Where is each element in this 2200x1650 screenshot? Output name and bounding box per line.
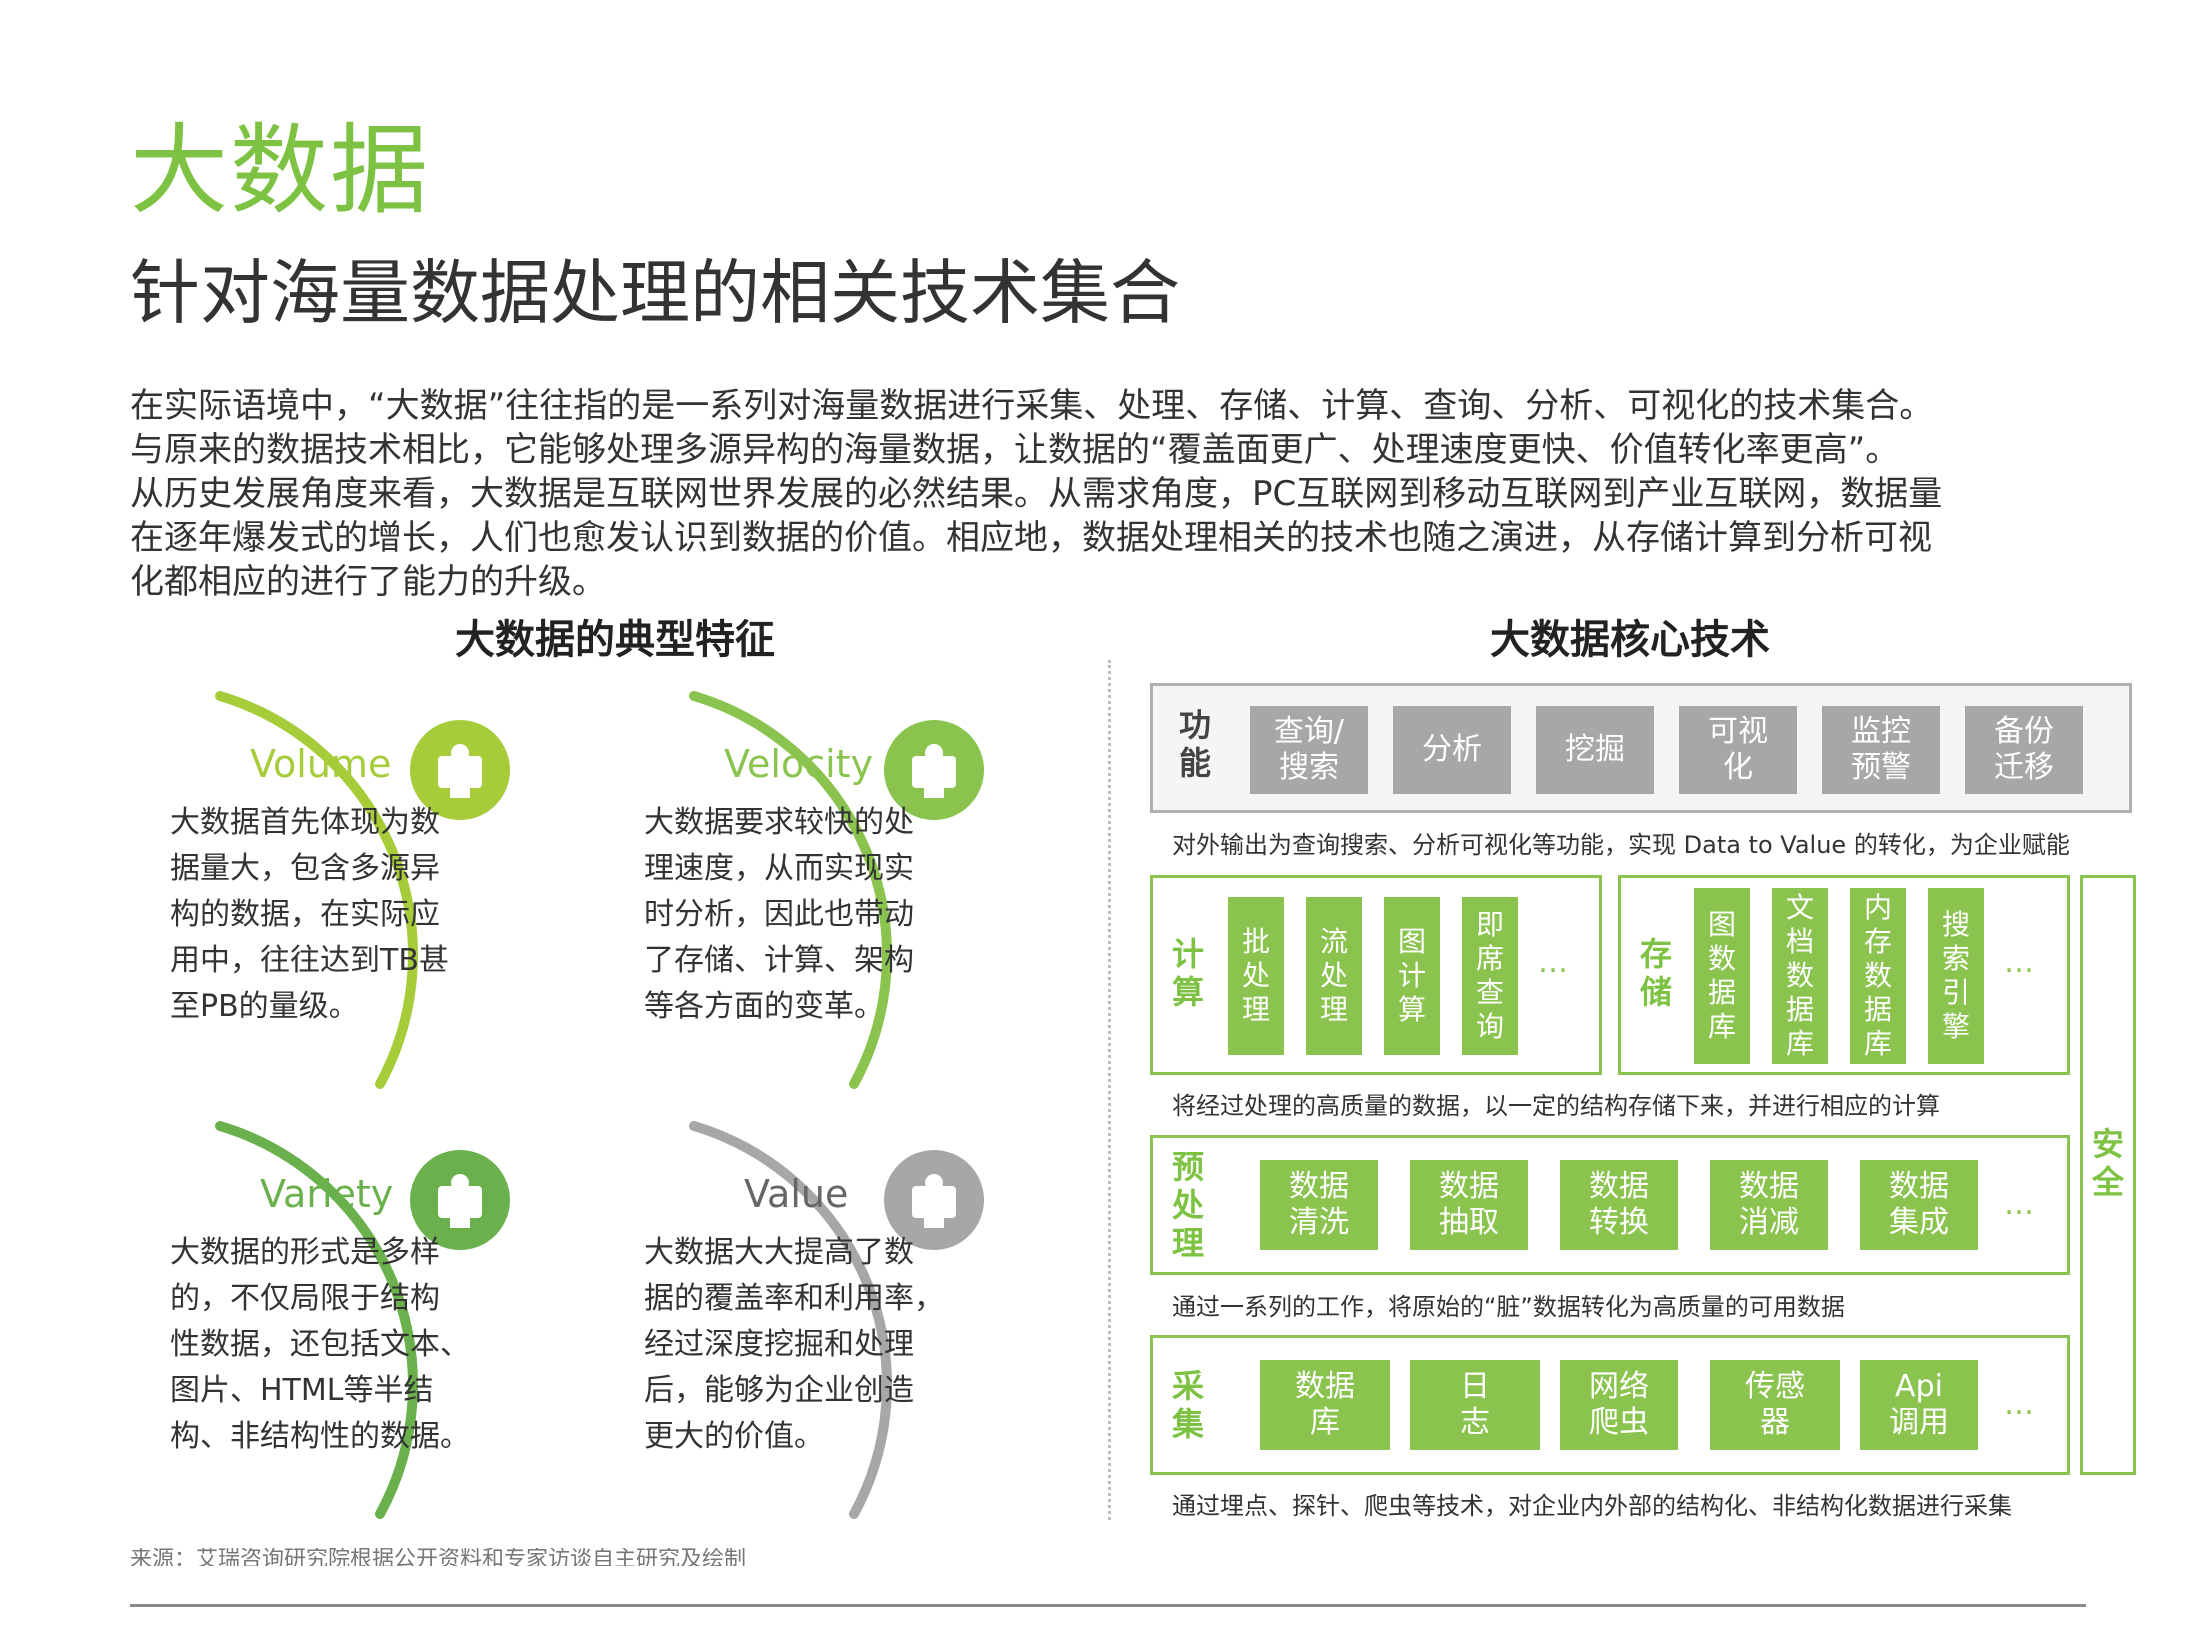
- feature-line: 构、非结构性的数据。: [170, 1419, 470, 1454]
- feature-card-value: Value 大数据大大提高了数 据的覆盖率和利用率， 经过深度挖掘和处理 后，能…: [604, 1120, 1064, 1520]
- feature-line: 了存储、计算、架构: [644, 943, 914, 978]
- feature-line: 图片、HTML等半结: [170, 1373, 434, 1408]
- features-title: 大数据的典型特征: [455, 617, 775, 663]
- storage-frame: [1618, 875, 2070, 1075]
- preprocess-more: …: [2004, 1187, 2036, 1222]
- feature-text: 大数据首先体现为数 据量大，包含多源异 构的数据，在实际应 用中，往往达到TB甚…: [170, 800, 490, 1030]
- feature-line: 大数据的形式是多样: [170, 1235, 440, 1270]
- feature-text: 大数据要求较快的处 理速度，从而实现实 时分析，因此也带动 了存储、计算、架构 …: [644, 800, 964, 1030]
- feature-line: 性数据，还包括文本、: [170, 1327, 470, 1362]
- security-label: 安全: [2091, 1125, 2124, 1201]
- compute-label: 计算: [1171, 935, 1204, 1011]
- feature-text: 大数据的形式是多样 的，不仅局限于结构 性数据，还包括文本、 图片、HTML等半…: [170, 1230, 490, 1460]
- puzzle-badge-icon: [410, 720, 510, 820]
- compute-item: 即席查询: [1462, 897, 1518, 1055]
- feature-name: Velocity: [724, 742, 874, 786]
- compute-frame: [1150, 875, 1602, 1075]
- feature-text: 大数据大大提高了数 据的覆盖率和利用率， 经过深度挖掘和处理 后，能够为企业创造…: [644, 1230, 964, 1460]
- compute-item: 流处理: [1306, 897, 1362, 1055]
- feature-line: 大数据要求较快的处: [644, 805, 914, 840]
- collect-frame: [1150, 1335, 2070, 1475]
- collect-label: 采集: [1171, 1367, 1204, 1443]
- preprocess-frame: [1150, 1135, 2070, 1275]
- feature-card-variety: Variety 大数据的形式是多样 的，不仅局限于结构 性数据，还包括文本、 图…: [130, 1120, 590, 1520]
- storage-more: …: [2004, 945, 2036, 980]
- feature-name: Volume: [250, 742, 392, 786]
- collect-description: 通过埋点、探针、爬虫等技术，对企业内外部的结构化、非结构化数据进行采集: [1172, 1492, 2012, 1520]
- page-subtitle: 针对海量数据处理的相关技术集合: [130, 252, 1180, 334]
- function-item: 备份迁移: [1965, 706, 2083, 794]
- feature-line: 据的覆盖率和利用率，: [644, 1281, 944, 1316]
- collect-more: …: [2004, 1387, 2036, 1422]
- collect-item: 传感器: [1710, 1360, 1840, 1450]
- source-note: 来源：艾瑞咨询研究院根据公开资料和专家访谈自主研究及绘制: [130, 1548, 747, 1566]
- feature-line: 大数据大大提高了数: [644, 1235, 914, 1270]
- feature-line: 时分析，因此也带动: [644, 897, 914, 932]
- intro-line: 在逐年爆发式的增长，人们也愈发认识到数据的价值。相应地，数据处理相关的技术也随之…: [130, 518, 1932, 558]
- feature-line: 大数据首先体现为数: [170, 805, 440, 840]
- feature-card-volume: Volume 大数据首先体现为数 据量大，包含多源异 构的数据，在实际应 用中，…: [130, 690, 590, 1090]
- intro-line: 在实际语境中，“大数据”往往指的是一系列对海量数据进行采集、处理、存储、计算、查…: [130, 386, 1934, 426]
- feature-line: 更大的价值。: [644, 1419, 824, 1454]
- feature-arc: [215, 691, 418, 1089]
- function-item: 监控预警: [1822, 706, 1940, 794]
- preprocess-item: 数据消减: [1710, 1160, 1828, 1250]
- collect-item: 日志: [1410, 1360, 1540, 1450]
- intro-line: 从历史发展角度来看，大数据是互联网世界发展的必然结果。从需求角度，PC互联网到移…: [130, 474, 1943, 514]
- feature-arc: [689, 691, 892, 1089]
- feature-line: 理速度，从而实现实: [644, 851, 914, 886]
- preprocess-item: 数据抽取: [1410, 1160, 1528, 1250]
- compute-item: 批处理: [1228, 897, 1284, 1055]
- feature-line: 构的数据，在实际应: [170, 897, 440, 932]
- preprocess-item: 数据集成: [1860, 1160, 1978, 1250]
- storage-item: 内存数据库: [1850, 888, 1906, 1064]
- puzzle-badge-icon: [410, 1150, 510, 1250]
- feature-line: 至PB的量级。: [170, 989, 359, 1024]
- intro-line: 化都相应的进行了能力的升级。: [130, 562, 606, 602]
- page-title: 大数据: [130, 114, 431, 228]
- feature-line: 据量大，包含多源异: [170, 851, 440, 886]
- compute-more: …: [1538, 945, 1570, 980]
- collect-item: 网络爬虫: [1560, 1360, 1678, 1450]
- preprocess-item: 数据清洗: [1260, 1160, 1378, 1250]
- security-frame: [2080, 875, 2136, 1475]
- preprocess-label: 预处理: [1171, 1148, 1204, 1262]
- intro-line: 与原来的数据技术相比，它能够处理多源异构的海量数据，让数据的“覆盖面更广、处理速…: [130, 430, 1900, 470]
- storage-label: 存储: [1639, 935, 1672, 1011]
- core-title: 大数据核心技术: [1490, 617, 1770, 663]
- feature-line: 的，不仅局限于结构: [170, 1281, 440, 1316]
- compute-item: 图计算: [1384, 897, 1440, 1055]
- function-description: 对外输出为查询搜索、分析可视化等功能，实现 Data to Value 的转化，…: [1172, 831, 2070, 859]
- storage-item: 搜索引擎: [1928, 888, 1984, 1064]
- feature-line: 后，能够为企业创造: [644, 1373, 914, 1408]
- function-label: 功能: [1178, 706, 1211, 782]
- footer-divider: [130, 1604, 2086, 1607]
- preprocess-item: 数据转换: [1560, 1160, 1678, 1250]
- puzzle-badge-icon: [884, 720, 984, 820]
- feature-arc: [215, 1121, 418, 1519]
- feature-arc: [689, 1121, 892, 1519]
- feature-line: 用中，往往达到TB甚: [170, 943, 449, 978]
- collect-item: 数据库: [1260, 1360, 1390, 1450]
- feature-card-velocity: Velocity 大数据要求较快的处 理速度，从而实现实 时分析，因此也带动 了…: [604, 690, 1064, 1090]
- collect-item: Api调用: [1860, 1360, 1978, 1450]
- feature-name: Variety: [260, 1172, 394, 1216]
- feature-line: 经过深度挖掘和处理: [644, 1327, 914, 1362]
- section-divider: [1108, 660, 1111, 1520]
- function-item: 分析: [1393, 706, 1511, 794]
- function-item: 可视化: [1679, 706, 1797, 794]
- storage-item: 文档数据库: [1772, 888, 1828, 1064]
- function-item: 查询/搜索: [1250, 706, 1368, 794]
- compute-storage-description: 将经过处理的高质量的数据，以一定的结构存储下来，并进行相应的计算: [1172, 1092, 1940, 1120]
- preprocess-description: 通过一系列的工作，将原始的“脏”数据转化为高质量的可用数据: [1172, 1293, 1845, 1321]
- storage-item: 图数据库: [1694, 888, 1750, 1064]
- feature-line: 等各方面的变革。: [644, 989, 884, 1024]
- feature-name: Value: [744, 1172, 849, 1216]
- function-item: 挖掘: [1536, 706, 1654, 794]
- intro-paragraph: 在实际语境中，“大数据”往往指的是一系列对海量数据进行采集、处理、存储、计算、查…: [130, 384, 2150, 604]
- puzzle-badge-icon: [884, 1150, 984, 1250]
